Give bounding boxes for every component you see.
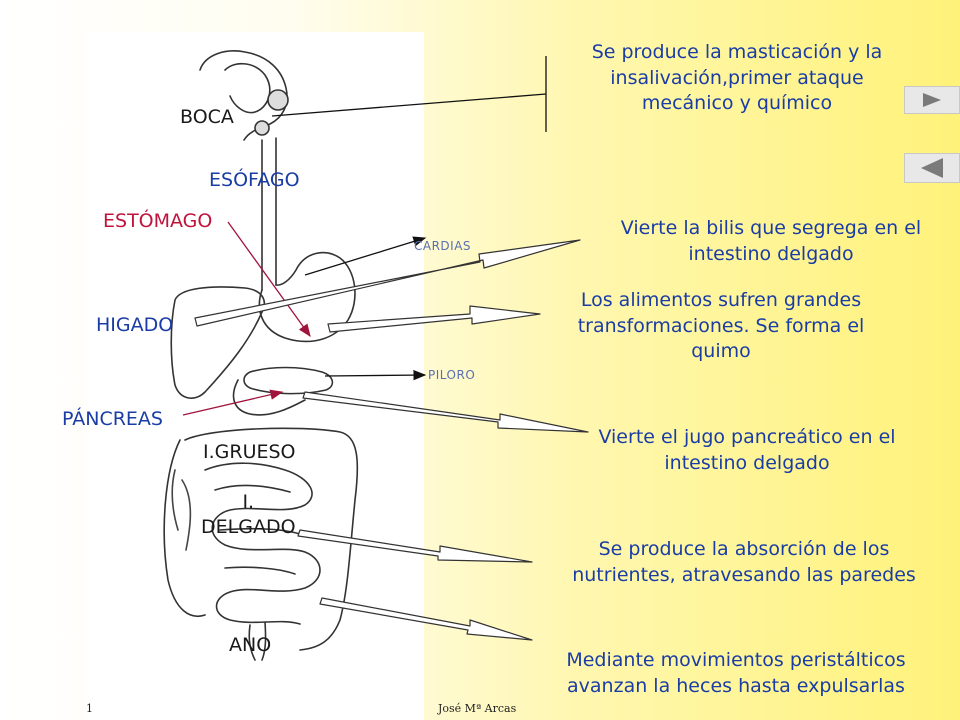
duodenum-outline <box>232 379 306 416</box>
play-right-icon <box>923 93 941 107</box>
stomach-outline <box>258 251 356 343</box>
label-higado: HIGADO <box>96 314 174 336</box>
liver-outline <box>170 286 266 399</box>
pancreas-arrow <box>302 391 589 433</box>
pancreas-pointer <box>182 389 284 416</box>
label-ano: ANO <box>229 634 272 656</box>
prev-slide-button[interactable] <box>904 153 960 183</box>
small-intestine-coils-2 <box>214 484 301 575</box>
grueso-arrow <box>319 597 533 641</box>
anatomy-drawing <box>163 50 359 661</box>
next-slide-button[interactable] <box>904 86 960 114</box>
estomago-pointer <box>227 221 311 338</box>
boca-connector <box>271 56 547 132</box>
desc-grueso: Mediante movimientos peristálticos avanz… <box>566 649 906 697</box>
salivary-gland <box>267 89 289 111</box>
author-credit: José Mª Arcas <box>438 702 517 715</box>
cardias-arrow <box>304 236 427 276</box>
estomago-arrow <box>327 305 541 333</box>
desc-boca: Se produce la masticación y la insalivac… <box>591 41 883 115</box>
salivary-gland-2 <box>254 120 270 136</box>
play-left-icon <box>921 158 943 178</box>
label-boca: BOCA <box>180 106 234 128</box>
delgado-arrow <box>297 529 533 563</box>
large-intestine-haustra <box>171 469 192 551</box>
piloro-arrow <box>324 369 427 381</box>
label-estomago: ESTÓMAGO <box>103 210 213 232</box>
desc-delgado: Se produce la absorción de los nutriente… <box>572 538 916 586</box>
desc-estomago: Los alimentos sufren grandes transformac… <box>577 289 865 363</box>
large-intestine-outline <box>163 427 359 651</box>
label-esofago: ESÓFAGO <box>209 169 300 191</box>
rectum-outline <box>248 621 267 661</box>
label-piloro: PILORO <box>428 368 476 382</box>
desc-higado: Vierte la bilis que segrega en el intest… <box>620 217 922 265</box>
label-pancreas: PÁNCREAS <box>62 408 163 430</box>
label-delgado: I. DELGADO <box>201 491 296 538</box>
label-grueso: I.GRUESO <box>203 441 296 463</box>
higado-arrow <box>194 239 581 327</box>
page-number: 1 <box>86 702 93 715</box>
label-cardias: CARDIAS <box>414 239 472 253</box>
small-intestine-coils <box>204 462 321 625</box>
desc-pancreas: Vierte el jugo pancreático en el intesti… <box>598 426 896 474</box>
hollow-arrows <box>194 239 589 641</box>
pancreas-outline <box>243 366 334 395</box>
